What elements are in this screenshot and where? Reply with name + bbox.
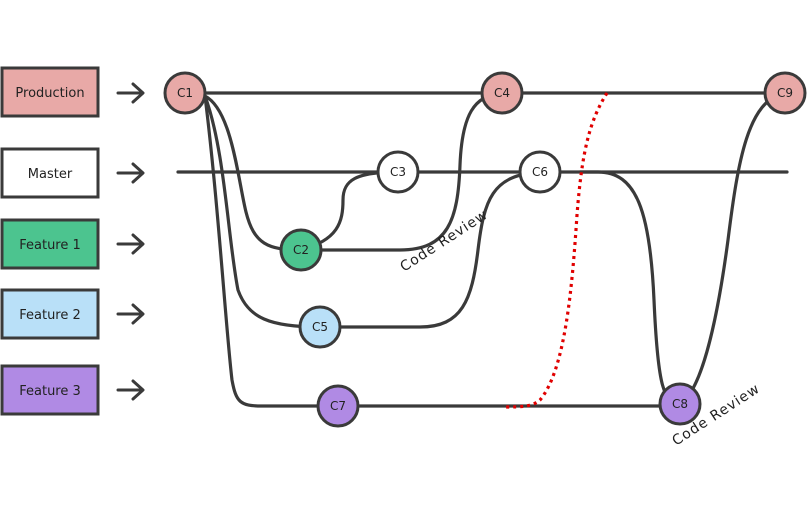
commit-c1-label: C1 [177,86,193,100]
commit-c5-label: C5 [312,320,328,334]
edge-c5-c6 [318,170,542,329]
branch-box-feature-3-rect [0,364,100,416]
branch-label-master: Master [28,167,73,182]
branch-box-master: Master [0,147,100,199]
commit-c8: C8 [658,382,702,426]
commit-c8-label: C8 [672,397,688,411]
branch-box-production: Production [0,66,100,118]
commit-c2: C2 [279,228,323,272]
branch-label-feature-1: Feature 1 [19,238,81,253]
branch-box-feature-2: Feature 2 [0,288,100,340]
commit-c6-label: C6 [532,165,548,179]
arrow-icon-master [116,162,145,184]
edge-c2-c3 [299,170,400,252]
edge-c2-c4 [299,91,504,252]
commit-c1: C1 [163,71,207,115]
commit-c9-label: C9 [777,86,793,100]
branch-box-feature-1-rect [0,218,100,270]
commit-c2-label: C2 [293,243,309,257]
commit-c7-label: C7 [330,399,346,413]
commit-c3-label: C3 [390,165,406,179]
commit-c5: C5 [298,305,342,349]
branch-box-master-rect [0,147,100,199]
commit-c4: C4 [480,71,524,115]
edge-c1-c2 [203,94,303,252]
arrow-icon-production [116,82,145,104]
arrow-icon-feature-2 [116,303,145,325]
arrow-icon-feature-1 [116,233,145,255]
branch-label-feature-3: Feature 3 [19,384,81,399]
commit-c4-label: C4 [494,86,510,100]
branch-box-feature-2-rect [0,288,100,340]
arrow-icon-feature-3 [116,379,145,401]
release-separator-line [504,92,609,409]
edge-c1-c5 [203,94,322,329]
commit-c9: C9 [763,71,807,115]
commit-c7: C7 [316,384,360,428]
branch-box-feature-3: Feature 3 [0,364,100,416]
branch-box-production-rect [0,66,100,118]
commit-c6: C6 [518,150,562,194]
branch-label-production: Production [15,86,84,101]
edge-c8-c9 [678,91,787,406]
commit-c3: C3 [376,150,420,194]
edge-c1-c7 [203,94,342,408]
edge-c6-c8 [578,170,682,406]
branch-label-feature-2: Feature 2 [19,308,81,323]
branch-box-feature-1: Feature 1 [0,218,100,270]
